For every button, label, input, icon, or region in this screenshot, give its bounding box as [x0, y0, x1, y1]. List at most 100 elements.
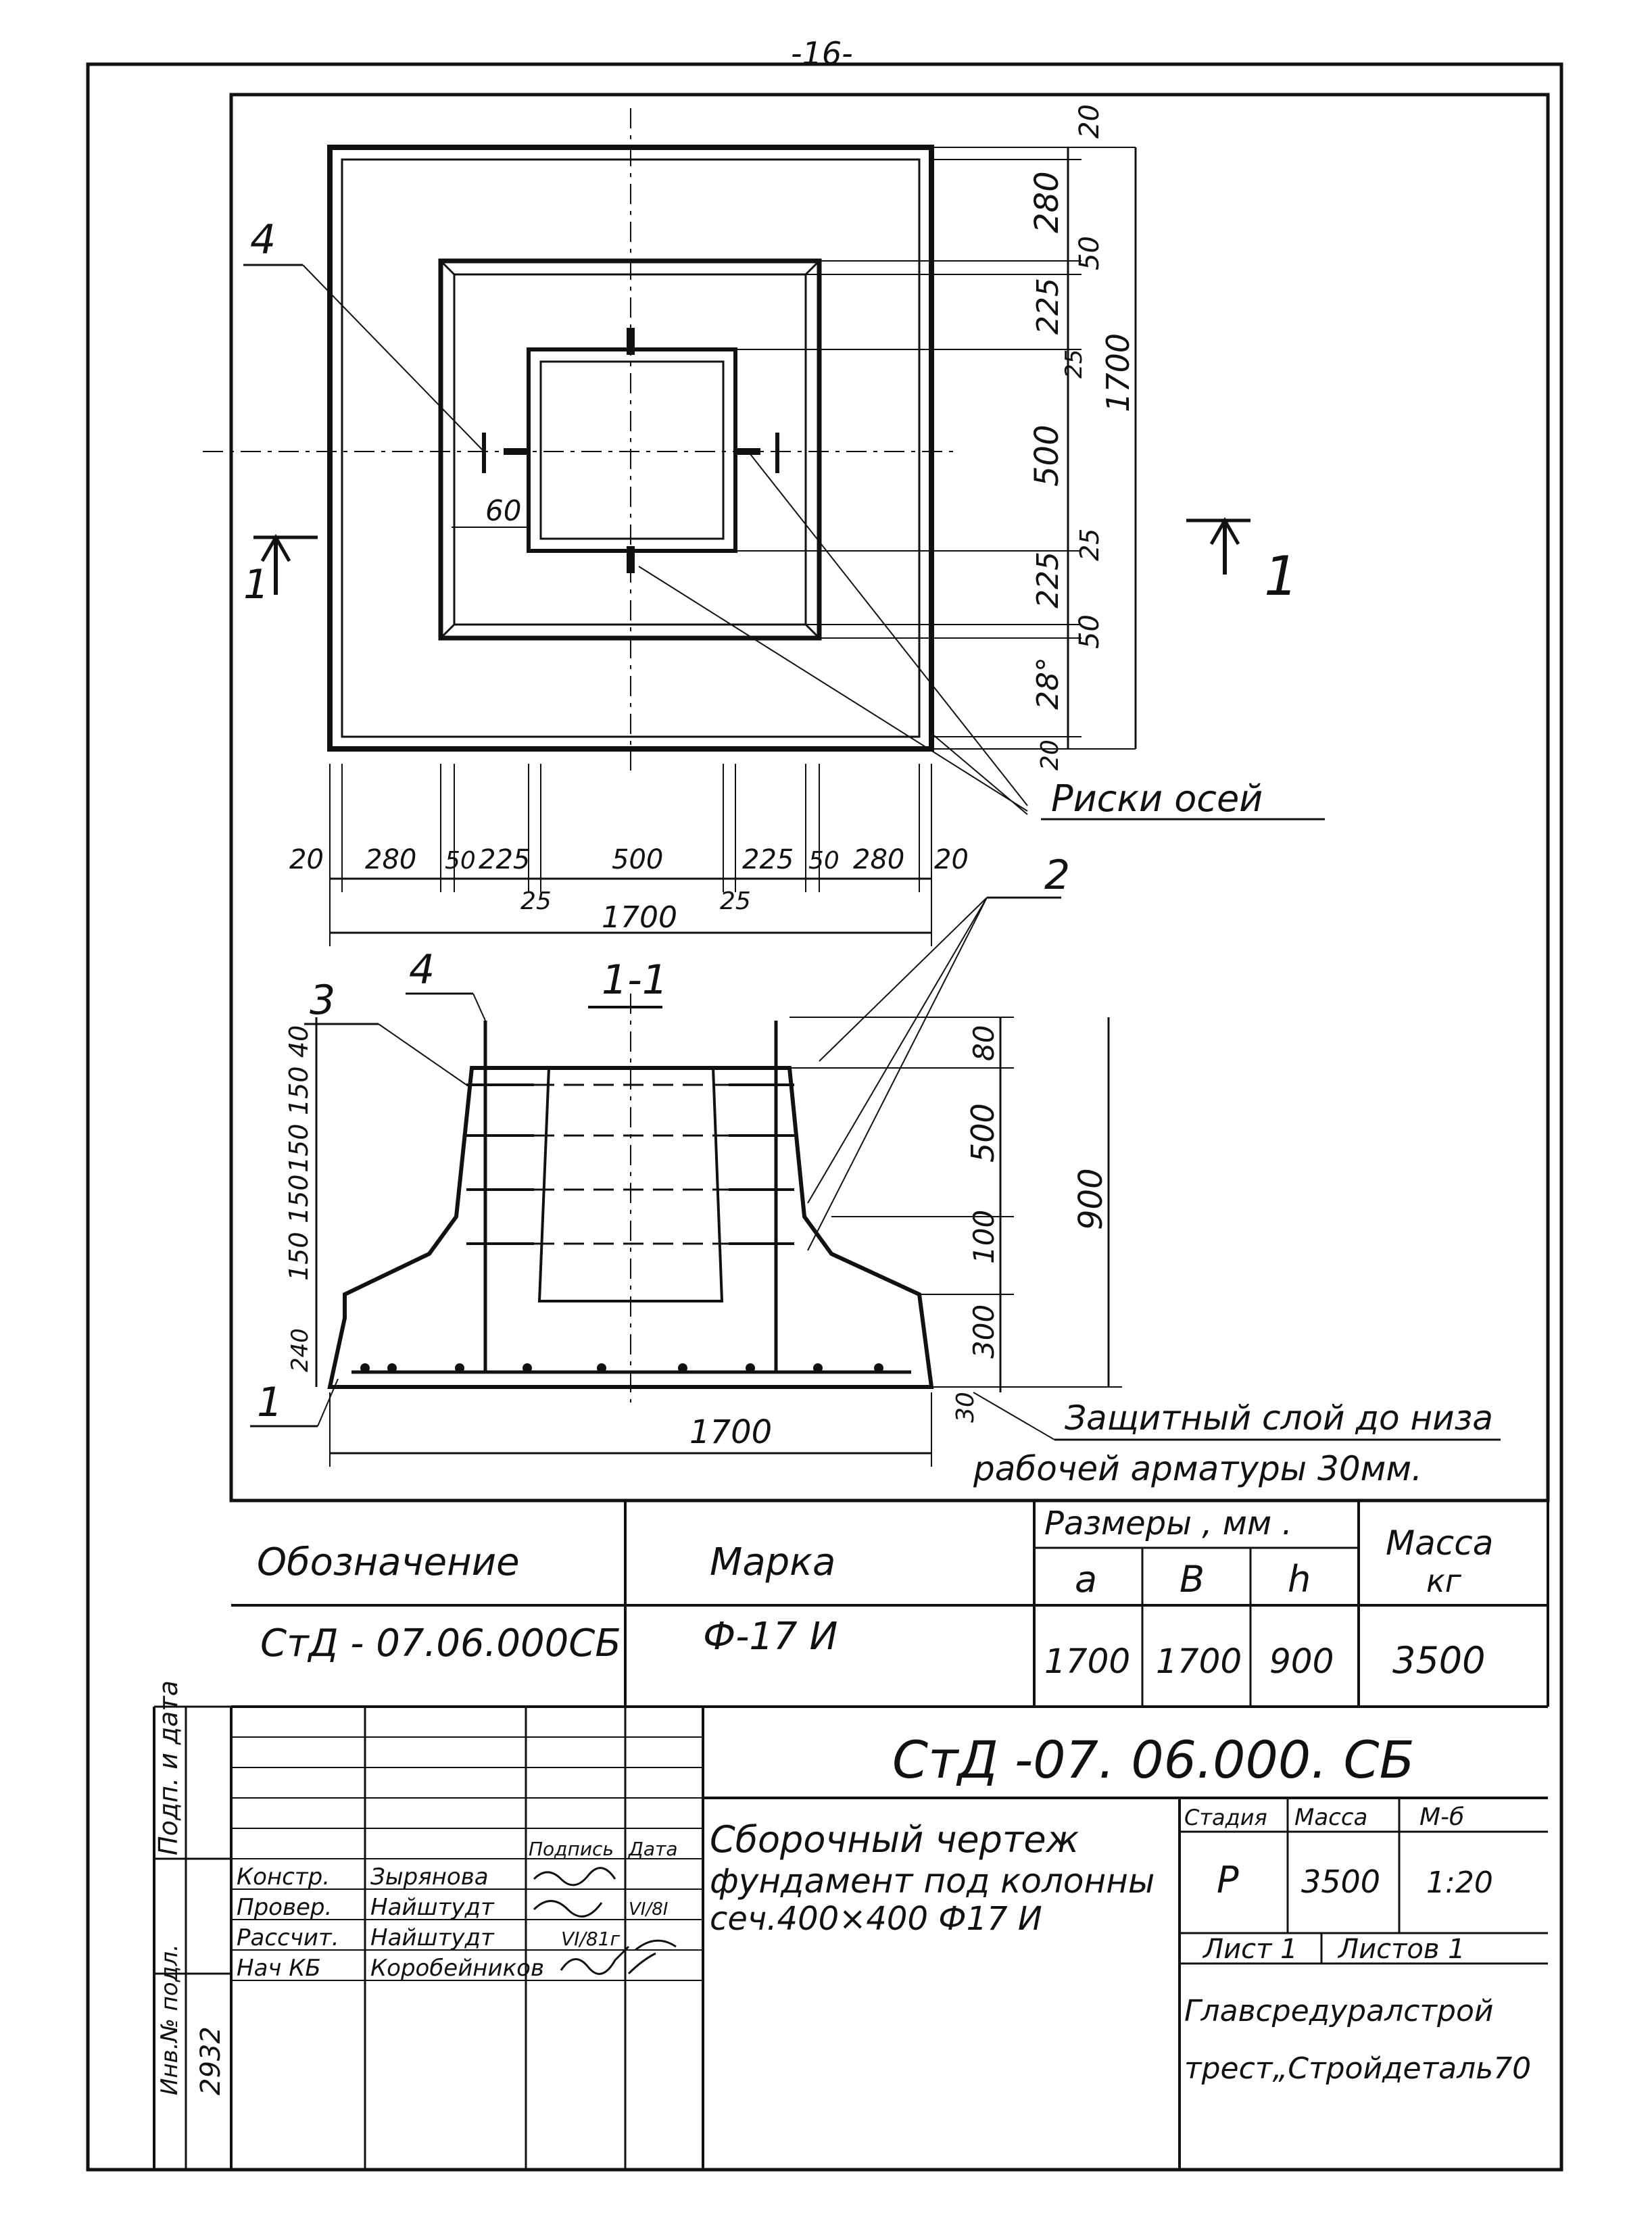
role-label: Нач КБ — [237, 1955, 321, 1982]
svg-text:1: 1 — [243, 561, 269, 608]
sign-header-signature: Подпись — [529, 1838, 614, 1860]
plan-bottom-dim: 280 — [365, 844, 416, 875]
plan-bottom-dim-small: 25 — [520, 887, 552, 915]
section-left-dim: 150 — [284, 1232, 314, 1281]
title-line3: сеч.400×400 Ф17 И — [710, 1900, 1042, 1938]
section-left-dim: 150 — [284, 1123, 314, 1173]
page-number: -16- — [791, 35, 853, 72]
plan-right-dim: 25 — [1061, 349, 1088, 379]
spec-header-b: B — [1180, 1558, 1205, 1601]
signature-scribble — [533, 1867, 677, 1975]
axis-marks-note: Риски осей — [1051, 777, 1263, 820]
section-right-dim: 80 — [967, 1025, 1000, 1061]
plan-right-dim: 280 — [1028, 171, 1066, 233]
spec-header-a: a — [1075, 1558, 1097, 1601]
plan-right-dim: 50 — [1074, 236, 1105, 270]
section-view: 1-1 3 4 1 — [250, 946, 1501, 1488]
spec-row-mark: Ф-17 И — [703, 1615, 837, 1659]
section-left-dim: 150 — [284, 1066, 314, 1115]
mass-value: 3500 — [1301, 1863, 1380, 1900]
spec-row-a: 1700 — [1044, 1642, 1130, 1681]
sheet-border — [86, 62, 1563, 2172]
plan-overall-right: 1700 — [1100, 333, 1136, 412]
plan-right-dim: 225 — [1031, 278, 1065, 335]
spec-header-h: h — [1288, 1558, 1311, 1601]
spec-header-mass: Масса — [1386, 1523, 1493, 1563]
role-date: VI/81г — [561, 1928, 620, 1950]
role-date: VI/8I — [629, 1899, 668, 1920]
sheet-label: Лист 1 — [1202, 1934, 1298, 1965]
spec-row-designation: СтД - 07.06.000СБ — [260, 1621, 621, 1665]
spec-header-designation: Обозначение — [257, 1540, 520, 1584]
plan-bottom-dimensions: 20 280 50 225 500 225 50 280 20 25 25 17… — [289, 764, 969, 946]
plan-bottom-dim: 20 — [934, 844, 969, 875]
scale-label: М-б — [1419, 1803, 1464, 1831]
section-right-dim: 30 — [952, 1392, 979, 1423]
cover-note-line1: Защитный слой до низа — [1065, 1398, 1493, 1438]
side-label-sign-date: Подп. и дата — [153, 1680, 183, 1855]
plan-right-dim: 20 — [1036, 739, 1064, 771]
plan-right-dim: 500 — [1028, 424, 1066, 487]
plan-dim-60: 60 — [485, 494, 521, 527]
sign-header-date: Дата — [627, 1838, 678, 1860]
section-mark-right: 1 — [1186, 516, 1298, 608]
section-title: 1-1 — [602, 956, 668, 1004]
section-left-dim: 150 — [284, 1174, 314, 1223]
org-line2: трест„Стройдеталь70 — [1184, 2051, 1531, 2086]
plan-right-dim: 25 — [1075, 529, 1104, 561]
spec-row-mass: 3500 — [1392, 1639, 1485, 1682]
section-overall-height: 900 — [1072, 1168, 1110, 1230]
section-callout-3: 3 — [310, 977, 335, 1024]
spec-row-b: 1700 — [1156, 1642, 1242, 1681]
cover-note-line2: рабочей арматуры 30мм. — [973, 1449, 1422, 1488]
section-left-dim: 40 — [284, 1025, 314, 1058]
section-right-dim: 100 — [967, 1210, 1000, 1264]
title-line1: Сборочный чертеж — [710, 1818, 1079, 1861]
plan-callout-4: 4 — [250, 216, 276, 264]
plan-bottom-dim-small: 25 — [720, 887, 751, 915]
title-block: Подп. и дата Инв.№ подл. 2932 Подпись Да… — [153, 1680, 1548, 2170]
plan-bottom-dim: 225 — [479, 844, 530, 875]
role-label: Констр. — [237, 1863, 330, 1891]
callout-2: 2 — [1044, 852, 1070, 899]
stage-value: Р — [1217, 1859, 1239, 1901]
section-overall-width: 1700 — [689, 1413, 772, 1451]
spec-header-mark: Марка — [710, 1540, 835, 1584]
plan-view: 60 4 Риски осей 1 1 — [203, 104, 1325, 1251]
section-left-dim: 240 — [287, 1328, 314, 1372]
side-label-inv: Инв.№ подл. — [156, 1944, 183, 2095]
role-name: Зырянова — [370, 1863, 489, 1891]
plan-overall-bottom: 1700 — [602, 900, 677, 935]
plan-right-dimensions: 20 280 50 225 25 500 25 225 50 28° 20 17… — [735, 104, 1137, 771]
side-label-inv-number: 2932 — [195, 2026, 226, 2095]
spec-header-mass-unit: кг — [1426, 1563, 1462, 1599]
scale-value: 1:20 — [1426, 1866, 1493, 1900]
role-name: Найштудт — [370, 1894, 495, 1921]
plan-bottom-dim: 500 — [612, 844, 663, 875]
plan-socket — [527, 347, 737, 553]
section-callout-4: 4 — [409, 946, 435, 994]
plan-bottom-dim: 50 — [808, 847, 840, 875]
spec-row-h: 900 — [1269, 1642, 1334, 1681]
spec-table: Обозначение Марка Размеры , мм . a B h М… — [231, 1498, 1549, 1708]
spec-header-dimensions: Размеры , мм . — [1044, 1505, 1292, 1542]
title-line2: фундамент под колонны — [710, 1861, 1155, 1901]
role-label: Рассчит. — [237, 1924, 339, 1951]
mass-label: Масса — [1294, 1804, 1367, 1831]
plan-right-dim: 20 — [1074, 104, 1105, 139]
drawing-frame — [229, 93, 1550, 1503]
role-name: Коробейников — [370, 1955, 544, 1982]
section-outline — [327, 1066, 934, 1389]
section-mark-label: 1 — [1264, 545, 1298, 608]
plan-right-dim: 28° — [1031, 657, 1065, 710]
section-mark-left: 1 — [243, 533, 318, 608]
section-right-dim: 500 — [965, 1103, 1001, 1163]
plan-bottom-dim: 280 — [853, 844, 904, 875]
plan-right-dim: 50 — [1074, 614, 1105, 649]
plan-bottom-dim: 50 — [445, 847, 476, 875]
plan-right-dim: 225 — [1031, 552, 1065, 608]
sheets-label: Листов 1 — [1337, 1934, 1465, 1965]
org-line1: Главсредуралстрой — [1184, 1994, 1493, 2028]
role-name: Найштудт — [370, 1924, 495, 1951]
